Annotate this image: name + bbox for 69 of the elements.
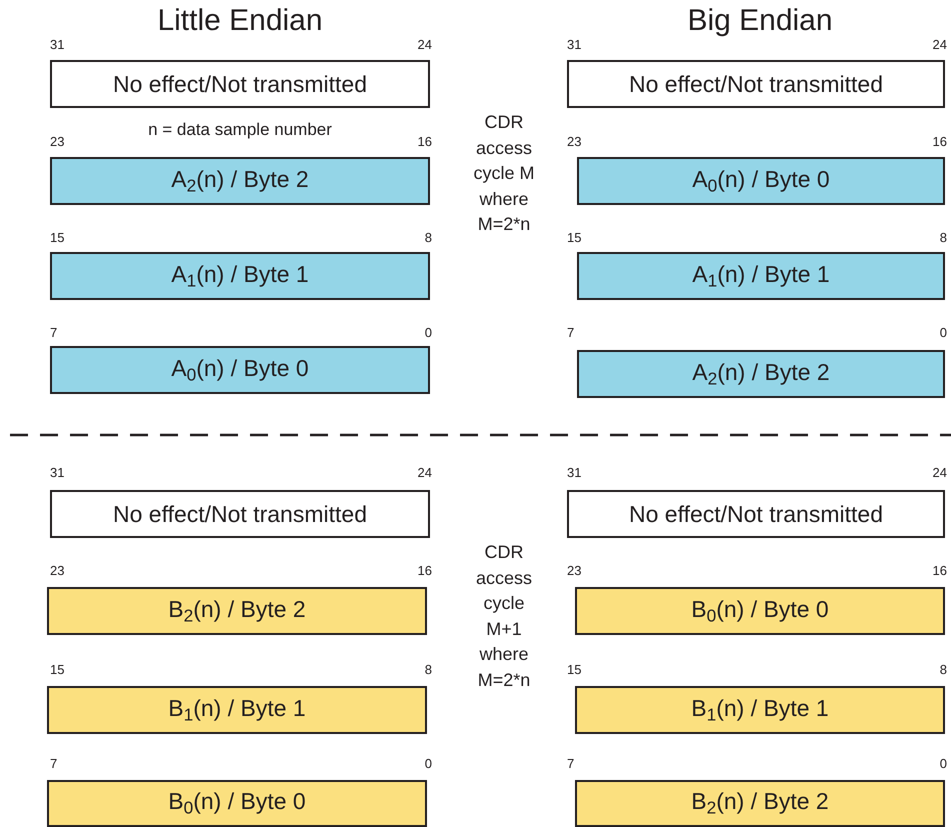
bit-number: 16: [418, 563, 432, 578]
bit-number: 15: [50, 662, 64, 677]
bit-number: 0: [940, 756, 947, 771]
byte-field-box: [577, 350, 945, 398]
field-label: A$_{2}$(n) / Byte 2: [692, 358, 830, 390]
field-label: B$_{1}$(n) / Byte 1: [168, 694, 306, 726]
field-label: B$_{2}$(n) / Byte 2: [168, 596, 306, 626]
bit-number: 8: [940, 662, 947, 677]
bit-number: 15: [50, 230, 64, 245]
byte-field-box: [47, 686, 427, 734]
bit-number: 24: [932, 465, 947, 480]
note: n = data sample number: [147, 120, 333, 140]
bit-number: 0: [940, 325, 947, 340]
bit-number: 0: [424, 756, 432, 771]
bit-number: 31: [50, 465, 64, 480]
bit-number: 31: [567, 465, 582, 480]
heading: Little Endian: [156, 4, 324, 38]
bit-number: 24: [418, 465, 432, 480]
byte-field-box: [575, 686, 945, 734]
bit-number: 15: [567, 662, 582, 677]
bit-number: 8: [940, 230, 947, 245]
bit-number: 24: [418, 37, 432, 52]
cycle-note: CDR access cycle M+1 where M=2*n: [474, 541, 534, 692]
bit-number: 7: [50, 756, 58, 771]
bit-number: 7: [50, 325, 58, 340]
field-label: A$_{0}$(n) / Byte 0: [692, 166, 830, 196]
field-label: No effect/Not transmitted: [629, 70, 883, 98]
byte-field-box: [575, 780, 945, 827]
cycle-note: CDR access cycle M where M=2*n: [472, 111, 536, 236]
byte-field-box: [577, 157, 945, 205]
field-label: A$_{1}$(n) / Byte 1: [692, 260, 830, 292]
bit-number: 24: [932, 37, 947, 52]
field-label: No effect/Not transmitted: [113, 500, 367, 528]
field-label: No effect/Not transmitted: [113, 70, 367, 98]
bit-number: 0: [424, 325, 432, 340]
bit-number: 31: [50, 37, 64, 52]
heading: Big Endian: [686, 4, 834, 38]
bit-number: 7: [567, 325, 574, 340]
byte-field-box: [567, 490, 945, 538]
field-label: A$_{1}$(n) / Byte 1: [171, 260, 309, 292]
bit-number: 8: [424, 230, 432, 245]
field-label: B$_{1}$(n) / Byte 1: [691, 694, 829, 726]
field-label: B$_{0}$(n) / Byte 0: [168, 788, 306, 819]
bit-number: 16: [418, 134, 432, 149]
bit-number: 15: [567, 230, 582, 245]
byte-field-box: [577, 252, 945, 300]
byte-field-box: [50, 60, 430, 108]
field-label: B$_{0}$(n) / Byte 0: [691, 596, 829, 626]
bit-number: 8: [424, 662, 432, 677]
bit-number: 23: [567, 563, 582, 578]
byte-field-box: [47, 780, 427, 827]
field-label: A$_{2}$(n) / Byte 2: [171, 166, 309, 196]
bit-number: 16: [932, 563, 947, 578]
field-label: No effect/Not transmitted: [629, 500, 883, 528]
byte-field-box: [50, 157, 430, 205]
byte-field-box: [50, 490, 430, 538]
bit-number: 23: [50, 563, 64, 578]
bit-number: 31: [567, 37, 582, 52]
field-label: A$_{0}$(n) / Byte 0: [171, 354, 309, 386]
bit-number: 23: [567, 134, 582, 149]
byte-field-box: [567, 60, 945, 108]
byte-field-box: [47, 587, 427, 635]
field-label: B$_{2}$(n) / Byte 2: [691, 788, 829, 819]
bit-number: 23: [50, 134, 64, 149]
byte-field-box: [575, 587, 945, 635]
byte-field-box: [50, 346, 430, 394]
bit-number: 16: [932, 134, 947, 149]
byte-field-box: [50, 252, 430, 300]
bit-number: 7: [567, 756, 574, 771]
